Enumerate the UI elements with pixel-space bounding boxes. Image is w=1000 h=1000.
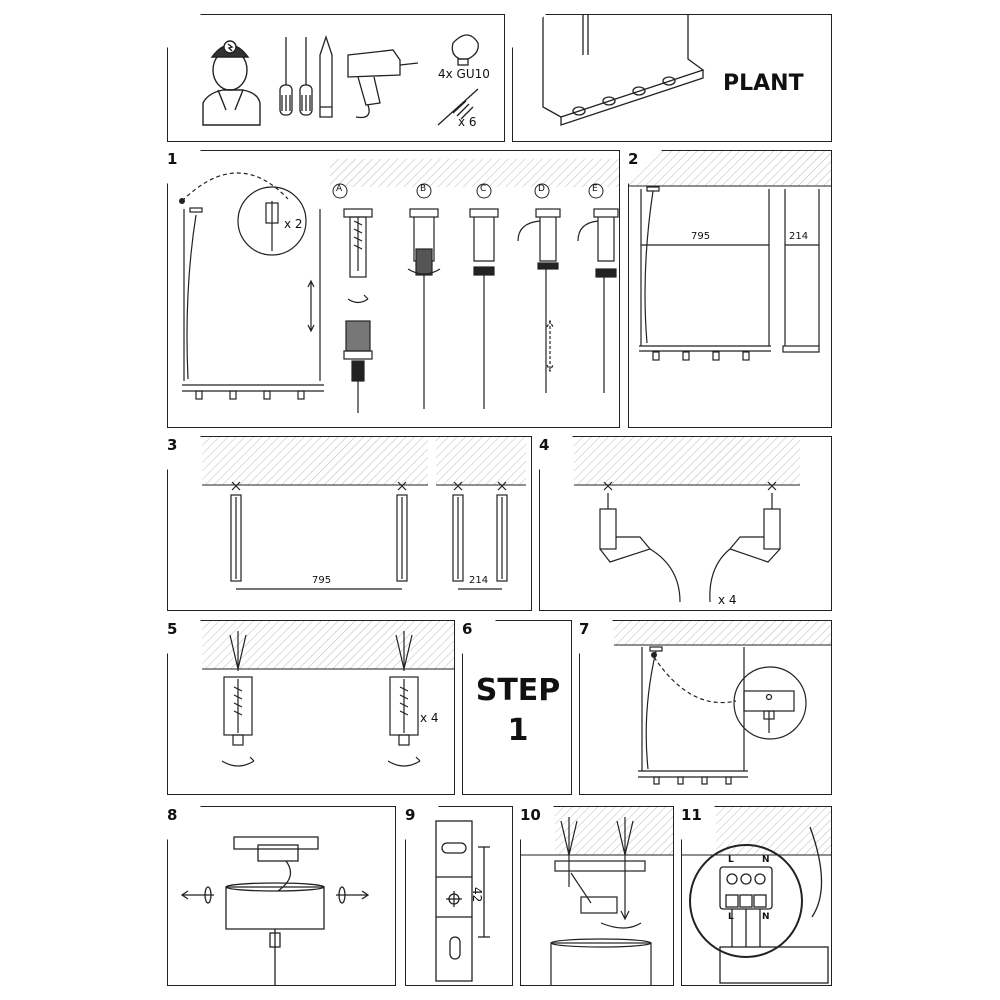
step-number: 1 xyxy=(507,713,529,748)
panel-2: 795 214 xyxy=(628,150,832,428)
step-letter-d: D xyxy=(538,184,545,194)
panel-6: STEP 1 xyxy=(462,620,572,795)
panel-11: L N L N xyxy=(681,806,832,986)
tools-illustration xyxy=(202,34,479,126)
panel-3-drawing xyxy=(202,437,526,590)
panel-5: x 4 xyxy=(167,620,455,795)
dimension-depth: 214 xyxy=(789,231,809,242)
panel-1-drawing xyxy=(179,159,619,413)
tools-panel: 4x GU10 x 6 xyxy=(167,14,505,142)
dimension-length: 795 xyxy=(312,575,332,586)
panel-4-drawing xyxy=(574,437,800,603)
dimension-label: 42 xyxy=(470,887,484,903)
product-name: PLANT xyxy=(723,71,804,96)
drill-icon xyxy=(347,49,419,119)
step-letter-b: B xyxy=(420,184,427,194)
terminal-l-bottom: L xyxy=(728,912,734,922)
terminal-n-bottom: N xyxy=(762,912,770,922)
panel-5-drawing xyxy=(202,621,454,767)
dimension-length: 795 xyxy=(691,231,711,242)
screw-wallplug-icon xyxy=(437,88,479,126)
panel-number: 11 xyxy=(681,806,702,824)
panel-1: x 2 A B C D E xyxy=(167,150,620,428)
panel-number: 1 xyxy=(167,150,178,168)
panel-7-drawing xyxy=(614,621,831,785)
step-letter-e: E xyxy=(592,184,598,194)
panel-number: 8 xyxy=(167,806,178,824)
panel-number: 3 xyxy=(167,436,178,454)
dimension-depth: 214 xyxy=(469,575,489,586)
plant-panel: PLANT xyxy=(512,14,832,142)
repeat-count: x 4 xyxy=(420,711,439,725)
panel-3: 795 214 xyxy=(167,436,532,611)
panel-number: 4 xyxy=(539,436,550,454)
panel-number: 2 xyxy=(628,150,639,168)
panel-7 xyxy=(579,620,832,795)
terminal-n-top: N xyxy=(762,855,770,865)
panel-8 xyxy=(167,806,396,986)
electrician-icon xyxy=(202,40,261,126)
panel-number: 5 xyxy=(167,620,178,638)
bulb-icon xyxy=(451,34,479,66)
screw-count-label: x 6 xyxy=(458,115,477,129)
repeat-count: x 4 xyxy=(718,593,737,607)
panel-number: 10 xyxy=(520,806,541,824)
terminal-l-top: L xyxy=(728,855,734,865)
lamp-bottom-view xyxy=(542,15,705,126)
panel-9: 42 xyxy=(405,806,513,986)
drill-right-icon xyxy=(709,493,781,603)
panel-number: 6 xyxy=(462,620,473,638)
pencil-icon xyxy=(319,34,333,118)
screwdriver-icon xyxy=(279,37,313,116)
drill-left-icon xyxy=(599,493,681,603)
panel-number: 9 xyxy=(405,806,416,824)
step-letter-a: A xyxy=(336,184,343,194)
panel-9-drawing xyxy=(435,820,490,982)
step-word: STEP xyxy=(475,673,561,708)
panel-11-drawing xyxy=(682,807,831,984)
panel-number: 7 xyxy=(579,620,590,638)
panel-2-drawing xyxy=(629,151,831,361)
step-letter-c: C xyxy=(480,184,487,194)
bulb-label: 4x GU10 xyxy=(438,67,490,81)
zoom-count: x 2 xyxy=(284,217,303,231)
panel-10-drawing xyxy=(521,807,673,985)
panel-10 xyxy=(520,806,674,986)
panel-8-drawing xyxy=(180,836,370,985)
panel-4: x 4 xyxy=(539,436,832,611)
